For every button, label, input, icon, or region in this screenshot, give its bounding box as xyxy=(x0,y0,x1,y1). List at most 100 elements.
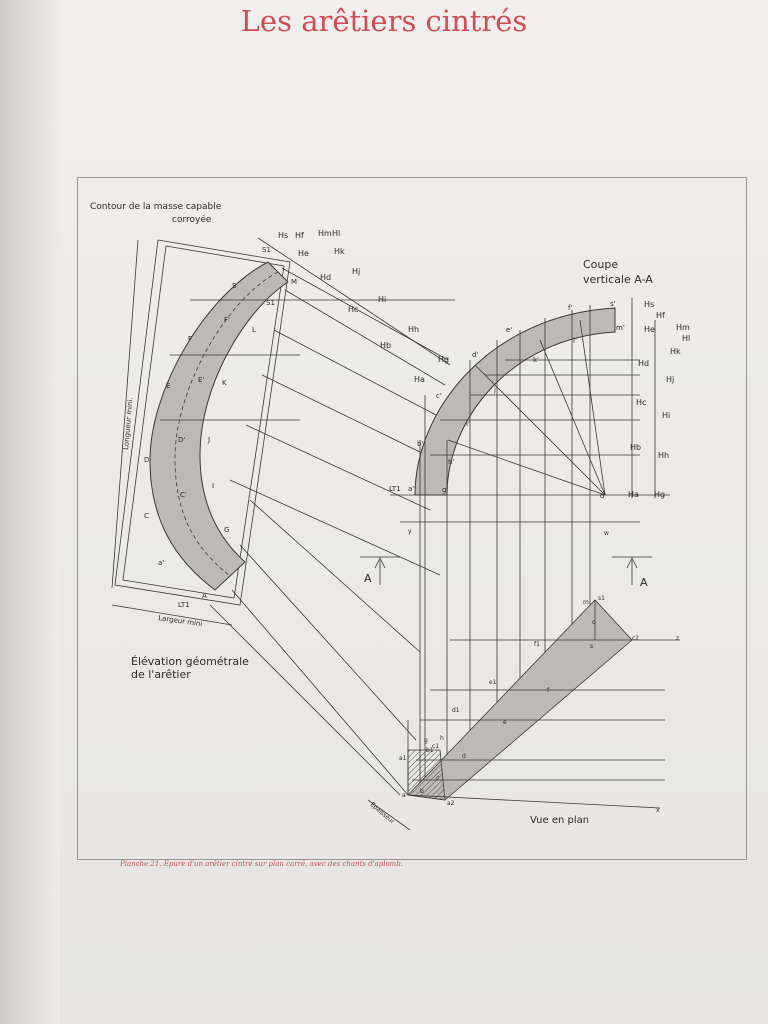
height-label: Hd xyxy=(320,273,331,282)
plan-points: a b c d e f s g h o m s1 a1 a2 c2 e1 f1 … xyxy=(399,528,679,814)
height-label: Hl xyxy=(682,334,690,343)
point-label: I xyxy=(212,482,214,490)
point-label: m xyxy=(583,599,589,606)
point-label: a' xyxy=(158,559,164,567)
point-label: L xyxy=(252,326,256,334)
left-page-edge xyxy=(0,0,60,1024)
point-label: b xyxy=(420,788,424,795)
point-label: a2 xyxy=(447,800,455,807)
height-label: Ha xyxy=(414,375,425,384)
point-label: S1 xyxy=(262,246,271,254)
point-label: l' xyxy=(573,337,577,345)
point-label: J xyxy=(207,436,210,444)
contour-box-inner xyxy=(122,245,285,599)
height-label: Hg xyxy=(654,490,665,499)
page-title: Les arêtiers cintrés xyxy=(240,4,528,38)
point-label: c2 xyxy=(632,635,639,642)
height-label: Ha xyxy=(628,490,639,499)
point-label: a xyxy=(402,792,406,799)
point-label: s' xyxy=(610,300,616,308)
point-label: h xyxy=(440,735,444,742)
plan-view xyxy=(367,599,680,831)
section-points: a' b' c' d' e' f' s' g' h' i' j' k' l' m… xyxy=(389,300,625,500)
point-label: e' xyxy=(506,326,512,334)
height-label: Hf xyxy=(295,231,304,240)
height-label: Hl xyxy=(332,229,340,238)
point-label: f xyxy=(547,687,550,694)
section-labels: Coupe verticale A-A A A xyxy=(364,258,653,589)
section-height-inner: Hs Hf He Hd Hc Hb Ha xyxy=(628,300,665,499)
point-label: y xyxy=(408,528,412,535)
point-label: b1 xyxy=(426,747,434,754)
point-label: E' xyxy=(198,376,204,384)
contour-box xyxy=(114,239,291,606)
height-label: Hi xyxy=(662,411,670,420)
height-label: Hm xyxy=(676,323,690,332)
section-arch-band xyxy=(414,307,616,496)
elevation-title: Élévation géométrale xyxy=(131,655,249,668)
point-label: j' xyxy=(493,386,498,394)
point-label: f' xyxy=(568,304,572,312)
point-label: i' xyxy=(466,420,470,428)
point-label: h' xyxy=(448,458,454,466)
height-label: Hh xyxy=(658,451,669,460)
height-label: Hj xyxy=(352,267,360,276)
point-label: F xyxy=(188,335,192,343)
point-label: a1 xyxy=(399,755,407,762)
point-label: M xyxy=(291,278,297,286)
point-label: G xyxy=(224,526,229,534)
point-label: d xyxy=(462,753,466,760)
point-label: f1 xyxy=(534,641,540,648)
point-label: x xyxy=(656,807,660,814)
point-label: D' xyxy=(178,436,185,444)
height-label: Hd xyxy=(638,359,649,368)
height-label: Hf xyxy=(656,311,665,320)
point-label: g' xyxy=(442,486,448,494)
height-label: Hk xyxy=(334,247,345,256)
height-label: Hc xyxy=(636,398,646,407)
point-label: d' xyxy=(472,351,478,359)
point-label: a' xyxy=(408,485,414,493)
point-label: C xyxy=(144,512,149,520)
section-marker-right: A xyxy=(640,576,648,589)
elevation-title-2: de l'arêtier xyxy=(131,668,191,681)
point-label: s xyxy=(590,643,593,650)
point-label: A xyxy=(202,592,207,600)
thickness-label: Épaisseur xyxy=(369,800,397,825)
height-label: Hb xyxy=(380,341,391,350)
height-label: Hi xyxy=(378,295,386,304)
section-view xyxy=(360,298,670,795)
point-label: m' xyxy=(616,324,625,332)
elevation-points: A a' C D E F S C' D' E' F' S1 M L K J I … xyxy=(144,246,297,609)
section-title-2: verticale A-A xyxy=(583,273,653,286)
point-label: o xyxy=(592,619,596,626)
height-label: He xyxy=(644,325,655,334)
lt1-label: LT1 xyxy=(389,485,401,493)
height-label: Hj xyxy=(666,375,674,384)
point-label: e1 xyxy=(489,679,497,686)
point-label: b' xyxy=(417,440,423,448)
elevation-labels: Contour de la masse capable corroyée Élé… xyxy=(90,202,249,681)
height-label: Hk xyxy=(670,347,681,356)
drawing-frame xyxy=(77,177,747,860)
height-label: Hb xyxy=(630,443,641,452)
point-label: w xyxy=(604,530,609,537)
point-label: c xyxy=(436,775,439,782)
contour-label: Contour de la masse capable xyxy=(90,202,222,212)
point-label: o' xyxy=(600,492,606,500)
plan-labels: Vue en plan Épaisseur xyxy=(369,800,589,826)
height-label: He xyxy=(298,249,309,258)
point-label: D xyxy=(144,456,149,464)
point-label: k' xyxy=(533,356,539,364)
point-label: S1 xyxy=(266,299,275,307)
section-height-outer: Hm Hl Hk Hj Hi Hh Hg xyxy=(654,323,690,499)
elevation-height-scale: Hs Hf He Hm Hl Hd Hk Hj Hc Hi Hb Hh Ha H… xyxy=(278,229,449,384)
point-label: s1 xyxy=(598,595,605,602)
figure-caption: Planche 21. Épure d'un arêtier cintré su… xyxy=(120,860,403,868)
point-label: e xyxy=(503,719,507,726)
point-label: K xyxy=(222,379,227,387)
point-label: c1 xyxy=(432,743,439,750)
point-label: E xyxy=(166,382,170,390)
height-label: Hc xyxy=(348,305,358,314)
